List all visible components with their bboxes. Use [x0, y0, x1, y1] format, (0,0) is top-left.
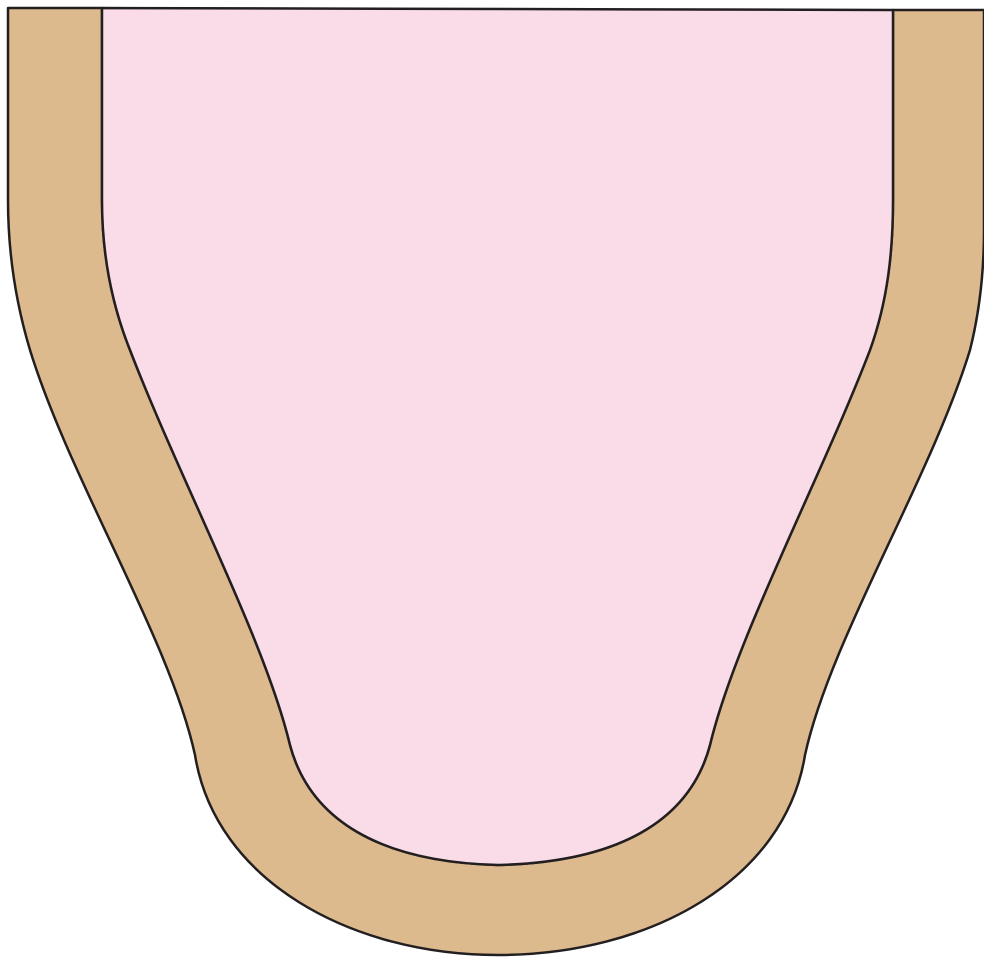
socket-cross-section-diagram: [0, 0, 984, 958]
